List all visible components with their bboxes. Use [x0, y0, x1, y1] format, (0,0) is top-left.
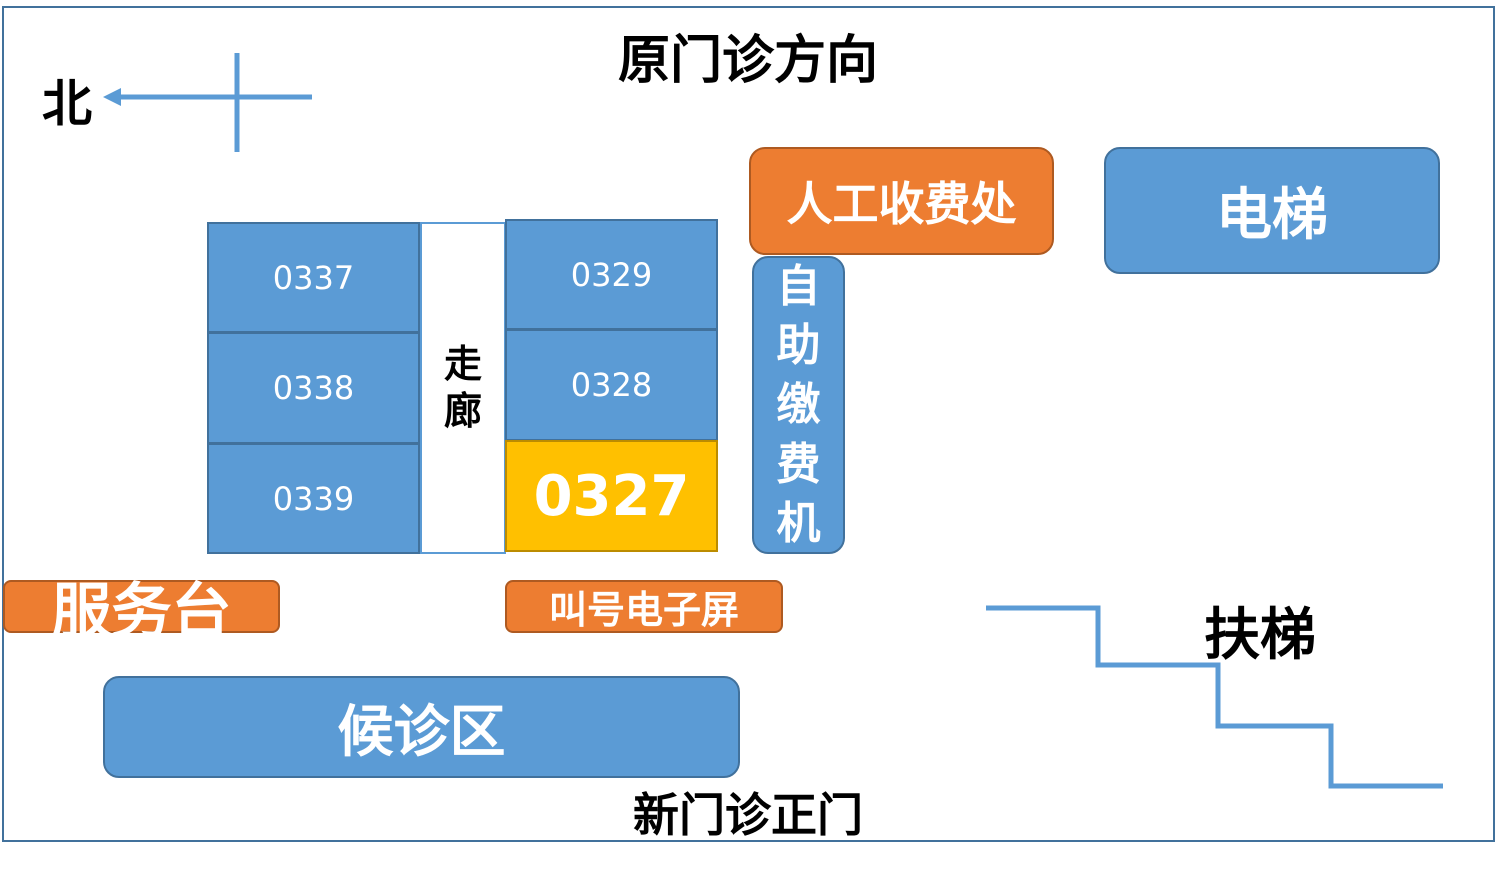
room-0327-highlighted: 0327: [505, 440, 718, 552]
machine-char: 机: [776, 498, 821, 550]
manual-cashier: 人工收费处: [749, 147, 1054, 255]
room-0338: 0338: [207, 332, 420, 444]
corridor: 走 廊: [420, 222, 506, 554]
room-0339: 0339: [207, 443, 420, 554]
service-desk: 服务台: [3, 577, 280, 647]
room-0337: 0337: [207, 222, 420, 333]
waiting-area: 候诊区: [103, 676, 740, 778]
self-service-payment-machine: 自 助 缴 费 机: [752, 256, 845, 554]
old-clinic-direction-label: 原门诊方向: [617, 30, 878, 91]
room-0328: 0328: [505, 329, 718, 441]
north-label: 北: [42, 75, 92, 133]
machine-char: 缴: [776, 379, 821, 431]
map-frame: [2, 6, 1495, 842]
corridor-char: 走: [443, 341, 482, 386]
escalator-label: 扶梯: [1204, 602, 1316, 668]
machine-char: 自: [776, 260, 821, 312]
room-0329: 0329: [505, 219, 718, 330]
machine-char: 助: [776, 319, 821, 371]
compass-arrow-icon: [103, 53, 312, 152]
new-main-entrance-label: 新门诊正门: [633, 788, 863, 842]
corridor-char: 廊: [443, 389, 482, 433]
escalator-stairs-icon: [986, 605, 1443, 789]
machine-char: 费: [776, 438, 821, 490]
call-number-screen: 叫号电子屏: [505, 580, 783, 633]
elevator: 电梯: [1104, 147, 1440, 274]
